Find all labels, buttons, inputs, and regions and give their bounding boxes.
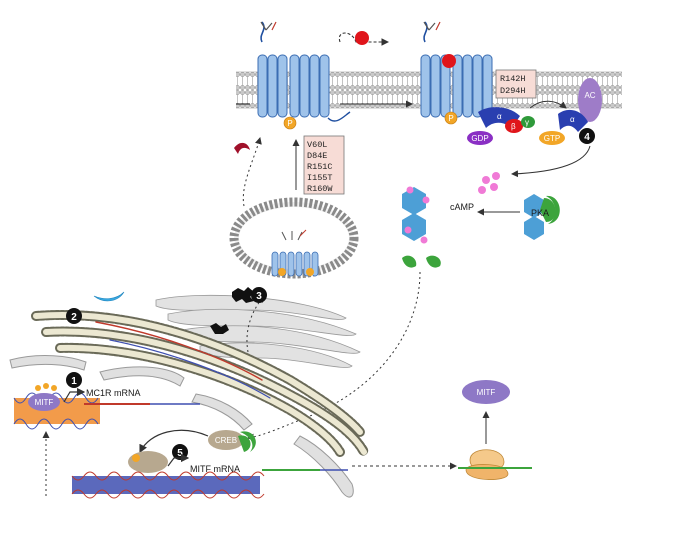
ligand-binding-transition [338,31,390,46]
vesicle-to-membrane-arrow [242,137,262,207]
variant-box-lower: V60L D84E R151C I155T R160W [303,135,345,195]
step-number: 1 [71,376,77,387]
palmitoyl-p-icon [444,111,458,125]
step-number: 5 [177,448,183,459]
endoplasmic-reticulum [31,309,369,457]
gamma-label: γ [525,118,529,127]
pka-to-creb-arrow [247,271,421,441]
mitf-mrna-label: MITF mRNA [190,464,240,474]
variant-label: I155T [307,173,333,183]
pka-holoenzyme: PKA [524,194,560,240]
beta-label: β [511,122,516,131]
mc1r-mrna-label: MC1R mRNA [86,388,141,398]
pka-label: PKA [531,208,549,218]
variant-label: D294H [500,86,526,96]
camp-molecules [478,172,500,194]
mc1r-receptor-active: P [420,21,493,125]
transcription-arrow [63,387,86,403]
chaperone-icon [93,291,125,302]
p-label: P [448,114,453,123]
step-2-badge: 2 [66,308,82,324]
ac-enzyme [578,78,602,122]
step-number: 2 [71,312,77,323]
mitf-promoter-label: MITF [35,398,54,407]
degraded-protein-icon [234,142,250,154]
step-number: 4 [584,132,590,143]
nuclear-envelope [9,355,354,498]
ac-to-camp-arrow [511,145,591,178]
camp-label: cAMP [450,202,474,212]
palmitoyl-p-icon [283,116,297,130]
transport-vesicle [229,197,359,279]
alpha-label: α [497,112,502,121]
adenylyl-cyclase: AC α GTP [539,78,602,145]
mitf-pill [28,393,60,411]
alpha-msh-ligand-icon [355,31,369,45]
creb-protein [208,430,244,450]
step-4-badge: 4 [579,128,595,144]
pka-catalytic-subunits [402,255,441,268]
g-beta-subunit [505,119,523,133]
creb-complex: CREB [139,429,256,454]
step-1-badge: 1 [66,372,82,388]
mitf-protein: MITF [462,380,510,404]
variant-label: D84E [307,151,327,161]
transcription-factor-complex [128,451,190,473]
variant-box-upper: R142H D294H [495,69,537,99]
variant-label: V60L [307,140,327,150]
ac-label: AC [584,91,595,100]
alpha-label: α [570,115,575,124]
step-3-badge: 3 [251,287,267,303]
gdp-label: GDP [471,134,488,143]
gdp-pill [467,131,493,145]
ribosome [465,449,509,480]
g-protein-complex: α β γ GDP [467,100,567,145]
mitf-gene-dna [71,471,265,499]
ubiquitin-complex-icon [210,323,229,334]
g-alpha-active [558,109,588,132]
step-number: 3 [256,291,262,302]
mitf-protein-label: MITF [477,388,496,397]
creb-label: CREB [215,436,237,445]
variant-label: R160W [307,184,333,194]
pka-regulatory-with-camp [402,186,430,244]
gtp-pill [539,131,565,145]
variant-label: R151C [307,162,333,172]
ubiquitin-complex-icon [232,287,254,303]
g-gamma-subunit [521,116,535,128]
mitf-promoter-complex: MITF [13,383,100,430]
p-label: P [287,119,292,128]
bound-ligand-icon [442,54,456,68]
variant-label: R142H [500,74,526,84]
mc1r-receptor-inactive: P [257,21,351,130]
gtp-label: GTP [544,134,560,143]
